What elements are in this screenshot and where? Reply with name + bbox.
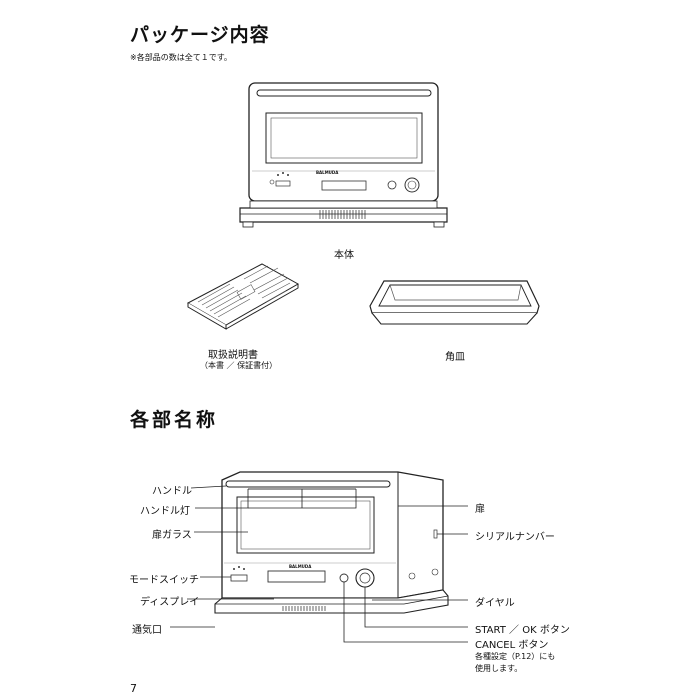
brand-logo-parts: BALMUDA [289, 564, 312, 569]
label-door-glass: 扉ガラス [152, 530, 192, 541]
label-cancel-button: CANCEL ボタン [475, 640, 549, 651]
label-serial-number: シリアルナンバー [475, 532, 555, 543]
label-door: 扉 [475, 504, 485, 515]
page-number: 7 [130, 682, 137, 695]
label-dial: ダイヤル [475, 598, 515, 609]
oven-front-illustration [239, 82, 448, 228]
label-mode-switch: モードスイッチ [129, 575, 199, 586]
parts-names-title: 各部名称 [130, 409, 219, 431]
label-cancel-note-1: 各種設定（P.12）にも [475, 652, 556, 661]
package-count-note: ※各部品の数は全て１です。 [130, 53, 232, 62]
label-handle-light: ハンドル灯 [140, 506, 190, 517]
package-contents-title: パッケージ内容 [130, 24, 270, 46]
caption-main-unit: 本体 [334, 250, 354, 261]
caption-manual: 取扱説明書 [208, 350, 258, 361]
brand-logo-small: BALMUDA [316, 170, 339, 175]
label-vent: 通気口 [132, 625, 162, 636]
oven-3q-illustration [214, 471, 449, 614]
manual-illustration [186, 263, 300, 330]
label-cancel-note-2: 使用します。 [475, 664, 523, 673]
caption-manual-sub: （本書 ／ 保証書付） [200, 361, 278, 370]
label-start-ok-button: START ／ OK ボタン [475, 625, 570, 636]
tray-illustration [369, 280, 540, 325]
label-handle: ハンドル [152, 486, 192, 497]
label-display: ディスプレイ [140, 597, 200, 608]
leader-lines [170, 485, 468, 643]
caption-tray: 角皿 [445, 352, 465, 363]
